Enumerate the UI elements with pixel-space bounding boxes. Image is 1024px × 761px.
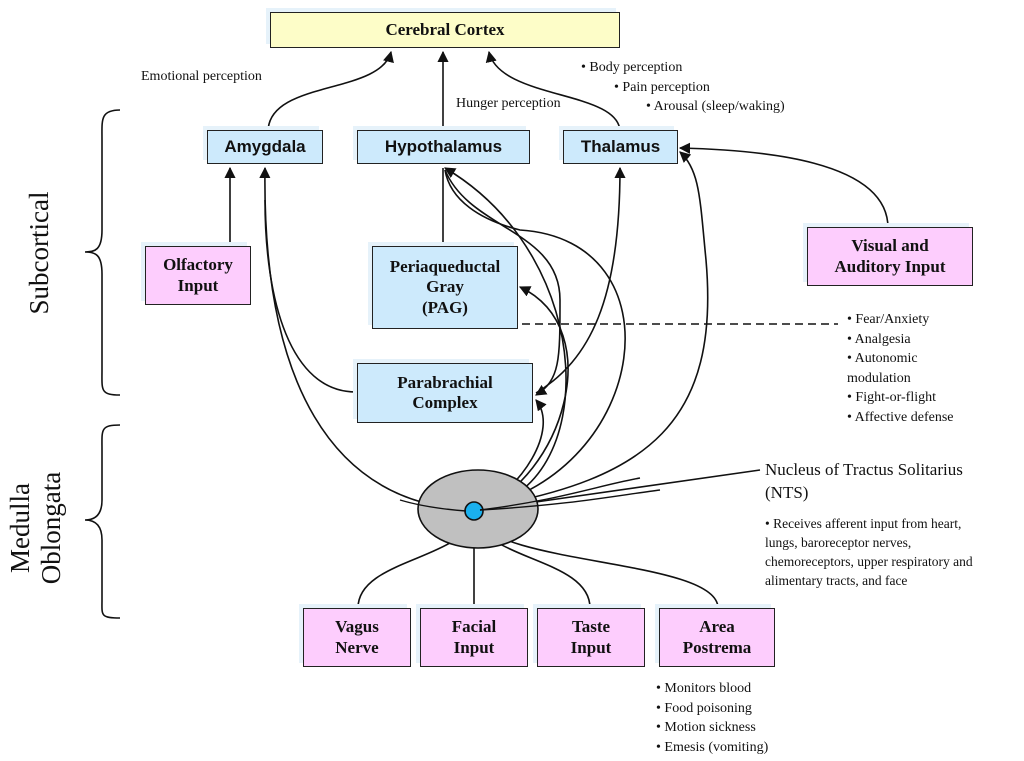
list-item: • Affective defense: [847, 409, 954, 425]
list-item: modulation: [847, 370, 911, 386]
edge-nts-hypothalamus-1: [444, 167, 567, 509]
list-item: • Motion sickness: [656, 720, 756, 735]
edge-hypothalamus-parabrachial: [444, 169, 561, 396]
edge-thalamus-cortex: [485, 50, 621, 133]
list-item: • Fight-or-flight: [847, 390, 937, 405]
nts-title: Nucleus of Tractus Solitarius: [765, 460, 963, 479]
subcortical-brace: [84, 109, 121, 396]
node-label: Taste Input: [570, 617, 612, 657]
list-item: • Fear/Anxiety: [847, 312, 930, 327]
thalamus-function-1: • Pain perception: [614, 80, 710, 95]
list-item: • Food poisoning: [656, 700, 752, 716]
label-hunger-perception: Hunger perception: [456, 96, 561, 111]
pag-functions-list: • Fear/Anxiety • Analgesia • Autonomic m…: [847, 310, 953, 427]
nts-description: • Receives afferent input from heart, lu…: [765, 514, 973, 590]
node-label: Amygdala: [224, 136, 306, 156]
node-label: Cerebral Cortex: [385, 19, 505, 39]
thalamus-function-0: • Body perception: [581, 60, 683, 75]
node-parabrachial-complex: Parabrachial Complex: [357, 363, 533, 423]
nts-abbrev: (NTS): [765, 483, 809, 502]
edge-visual-thalamus: [678, 142, 889, 229]
label-emotional-perception: Emotional perception: [141, 69, 262, 84]
list-item: lungs, baroreceptor nerves,: [765, 535, 912, 550]
list-item: • Emesis (vomiting): [656, 739, 769, 755]
node-label: Olfactory Input: [163, 255, 233, 295]
list-item: chemoreceptors, upper respiratory and: [765, 554, 973, 569]
list-item: • Monitors blood: [656, 681, 752, 696]
node-facial-input: Facial Input: [420, 608, 528, 667]
medulla-brace: [84, 424, 121, 619]
node-label: Periaqueductal Gray (PAG): [389, 256, 501, 317]
node-label: Area Postrema: [682, 617, 752, 657]
node-label: Facial Input: [451, 617, 497, 657]
node-visual-auditory-input: Visual and Auditory Input: [807, 227, 973, 286]
node-label: Parabrachial Complex: [397, 372, 493, 412]
node-label: Visual and Auditory Input: [834, 236, 946, 276]
region-label-subcortical: Subcortical: [24, 191, 54, 315]
node-label: Hypothalamus: [384, 136, 503, 156]
node-vagus-nerve: Vagus Nerve: [303, 608, 411, 667]
nts-core: [464, 501, 484, 521]
edge-thalamus-parabrachial: [535, 166, 626, 394]
node-taste-input: Taste Input: [537, 608, 645, 667]
node-cerebral-cortex: Cerebral Cortex: [270, 12, 620, 48]
node-olfactory-input: Olfactory Input: [145, 246, 251, 305]
region-label-medulla-oblongata: Medulla Oblongata: [5, 471, 67, 585]
list-item: • Receives afferent input from heart,: [765, 516, 962, 531]
edge-nts-hypothalamus-2: [444, 169, 626, 509]
list-item: alimentary tracts, and face: [765, 573, 908, 588]
area-postrema-functions: • Monitors blood • Food poisoning • Moti…: [656, 679, 768, 757]
list-item: • Analgesia: [847, 331, 911, 347]
node-area-postrema: Area Postrema: [659, 608, 775, 667]
node-hypothalamus: Hypothalamus: [357, 130, 530, 164]
node-pag: Periaqueductal Gray (PAG): [372, 246, 518, 329]
edge-amygdala-cortex: [267, 50, 394, 133]
node-amygdala: Amygdala: [207, 130, 323, 164]
node-label: Thalamus: [580, 136, 661, 156]
node-thalamus: Thalamus: [563, 130, 678, 164]
edge-nts-thalamus: [479, 151, 709, 509]
list-item: • Autonomic: [847, 351, 918, 366]
thalamus-function-2: • Arousal (sleep/waking): [646, 99, 785, 114]
edge-parabrachial-amygdala: [264, 199, 357, 393]
node-label: Vagus Nerve: [335, 617, 379, 657]
